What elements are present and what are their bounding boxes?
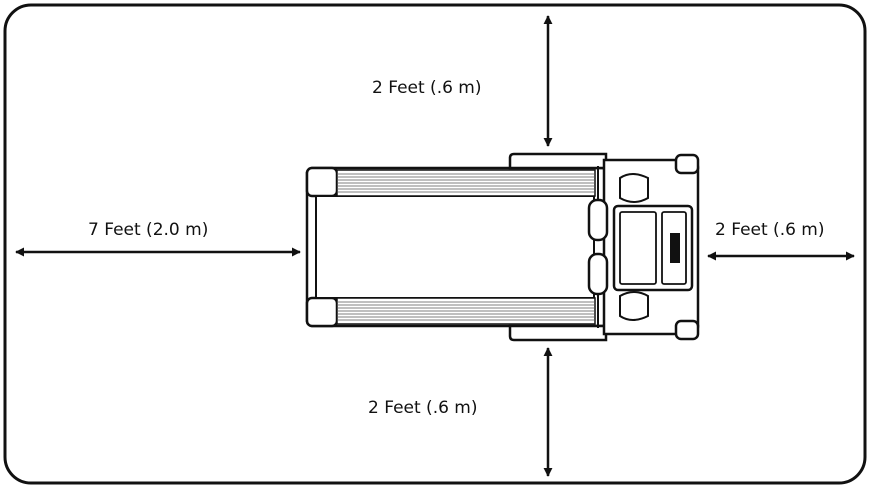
handrail-bottom: [508, 324, 608, 342]
rear-cap-bottom: [305, 296, 339, 328]
console-key: [670, 233, 680, 263]
grip-upper: [587, 198, 609, 242]
fan-vent-bottom: [619, 291, 649, 321]
clearance-label-right: 2 Feet (.6 m): [715, 220, 825, 240]
treadmill: [305, 152, 700, 342]
running-belt: [315, 195, 595, 299]
clearance-label-top: 2 Feet (.6 m): [372, 78, 482, 98]
grip-lower: [587, 252, 609, 296]
fan-vent-top: [619, 173, 649, 203]
handrail-top: [508, 152, 608, 170]
console-cap-top: [674, 153, 700, 175]
clearance-label-bottom: 2 Feet (.6 m): [368, 398, 478, 418]
room-border: [3, 3, 867, 485]
rear-cap-top: [305, 166, 339, 198]
console-cap-bottom: [674, 319, 700, 341]
clearance-label-left: 7 Feet (2.0 m): [88, 220, 209, 240]
console-display-left: [619, 211, 657, 285]
